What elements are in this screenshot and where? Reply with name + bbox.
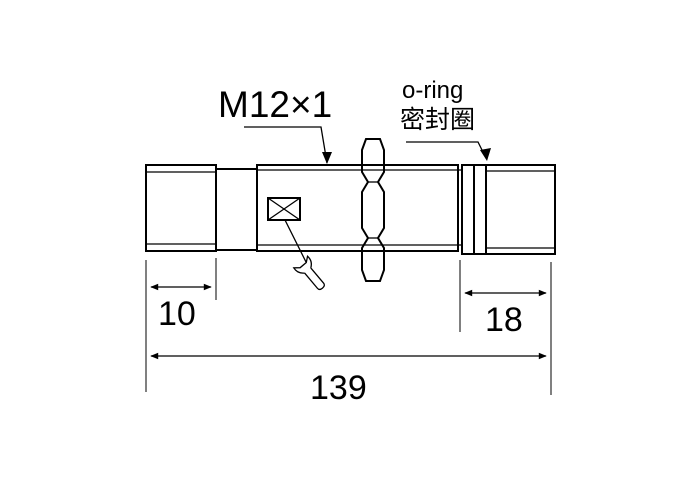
left-cap [145, 164, 217, 252]
dimension-right-value: 18 [485, 301, 523, 339]
thread-callout: M12×1 [218, 84, 332, 164]
indicator-leader [284, 219, 307, 263]
dimension-left: 10 [145, 258, 217, 392]
led-indicator-icon [267, 197, 301, 221]
connector-neck [216, 168, 257, 251]
o-ring [458, 164, 487, 255]
threaded-barrel [256, 164, 459, 252]
oring-label-cn: 密封圈 [400, 106, 475, 134]
oring-label-en: o-ring [402, 77, 463, 104]
dimension-overall: 139 [150, 352, 547, 407]
sensing-head [485, 164, 556, 255]
sensor-body [145, 138, 556, 291]
wrench-icon [292, 255, 326, 291]
dimension-right: 18 [459, 260, 552, 395]
thread-label: M12×1 [218, 84, 332, 125]
dimension-left-value: 10 [158, 295, 196, 333]
dimension-overall-value: 139 [310, 369, 367, 407]
oring-callout: o-ring 密封圈 [400, 77, 491, 161]
hex-nut [361, 138, 385, 282]
